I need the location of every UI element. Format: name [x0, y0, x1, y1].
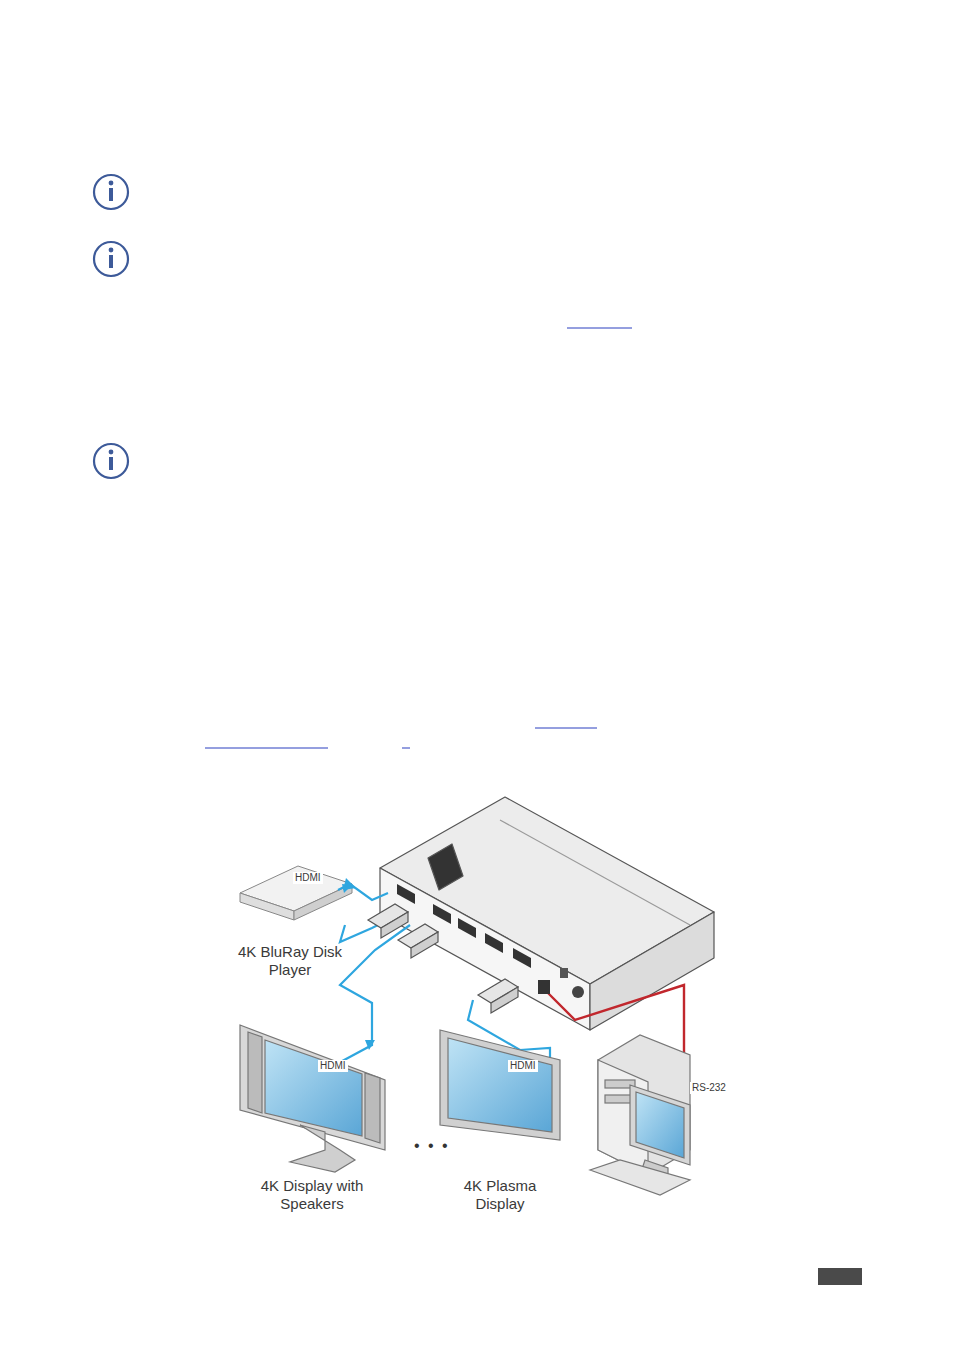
- ellipsis-mark: • • •: [412, 1140, 452, 1152]
- device-label-box: 4K Display with Speakers: [232, 1177, 392, 1213]
- page-number-box: [818, 1268, 862, 1285]
- link-underline: [205, 328, 632, 748]
- plasma-display: [440, 1030, 560, 1140]
- hdmi-port: [397, 884, 584, 998]
- signal-label: HDMI: [318, 1060, 348, 1072]
- device-label-box: 4K BluRay Disk Player: [230, 943, 350, 979]
- info-icon: [94, 175, 128, 478]
- device-name: 4K BluRay Disk Player: [230, 943, 350, 979]
- display-with-speakers: [240, 1025, 385, 1172]
- signal-label: RS-232: [690, 1082, 728, 1094]
- splitter-device: [380, 797, 714, 1030]
- hdmi-connector: [368, 904, 518, 1013]
- signal-label: HDMI: [508, 1060, 538, 1072]
- device-name: 4K Plasma Display: [445, 1177, 555, 1213]
- bluray-player: [240, 866, 352, 920]
- terminal-block: [538, 980, 550, 994]
- device-label-box: 4K Plasma Display: [445, 1177, 555, 1213]
- signal-label: HDMI: [293, 872, 323, 884]
- computer: [590, 1035, 690, 1195]
- device-name: 4K Display with Speakers: [232, 1177, 392, 1213]
